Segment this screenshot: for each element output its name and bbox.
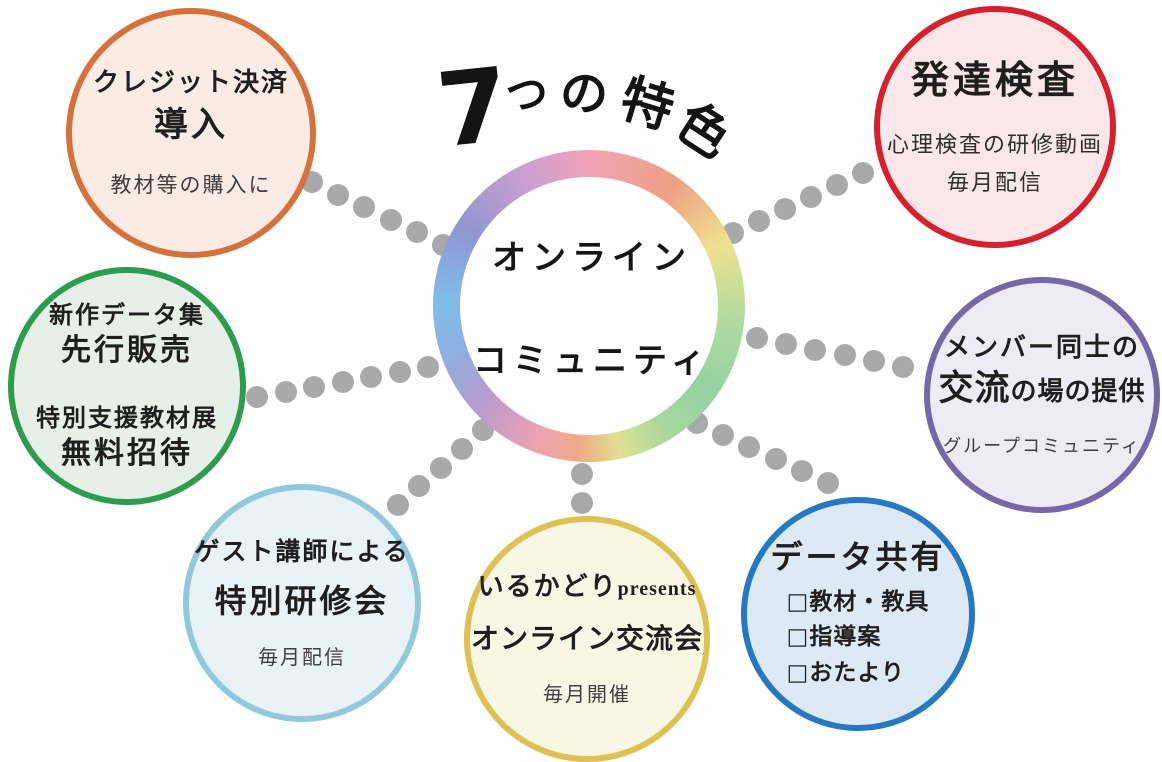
connector-dot — [833, 344, 856, 367]
center-title-line1: オンライン — [492, 238, 692, 278]
member-exchange-line1: メンバー同士の — [943, 332, 1140, 363]
connector-dot — [408, 475, 431, 498]
data-sharing-item: □おたより — [786, 659, 905, 686]
connector-dot — [417, 356, 439, 378]
connector-dot — [405, 221, 428, 244]
connector-dot — [331, 371, 354, 393]
seminar-line2: 特別研修会 — [214, 582, 390, 621]
connector-dot — [764, 448, 787, 470]
credit-payment-line2: 導入 — [154, 104, 228, 145]
center-title-line2: コミュニティ — [473, 341, 711, 381]
bubble-data-sharing: データ共有 □教材・教具 □指導案 □おたより — [741, 497, 975, 731]
connector-dot — [571, 492, 593, 514]
connector-dot — [746, 327, 768, 349]
connector-dot — [388, 361, 411, 383]
credit-payment-note: 教材等の購入に — [110, 173, 272, 198]
connector-dot — [817, 472, 839, 494]
new-data-line1: 新作データ集 — [49, 300, 205, 329]
data-sharing-heading: データ共有 — [770, 537, 946, 576]
member-exchange-emphasis: 交流 — [938, 369, 1011, 410]
data-sharing-item: □指導案 — [786, 624, 882, 651]
connector-dot — [353, 196, 376, 219]
connector-dot — [327, 183, 350, 206]
connector-dot — [379, 208, 402, 231]
meetup-line2: オンライン交流会 — [470, 622, 703, 656]
assessment-line3: 毎月配信 — [946, 170, 1043, 196]
member-exchange-rest: の場の提供 — [1010, 377, 1146, 408]
meetup-line1-presents: presents — [617, 577, 697, 600]
connector-dot — [862, 350, 885, 373]
connector-dot — [387, 494, 409, 516]
connector-dot — [571, 463, 593, 485]
meetup-line1-main: いるかどり — [477, 571, 618, 602]
member-exchange-note: グループコミュニティ — [943, 435, 1141, 457]
connector-dot — [274, 381, 297, 403]
new-data-line4: 無料招待 — [61, 436, 193, 471]
data-sharing-item: □教材・教具 — [786, 588, 930, 615]
bubble-special-seminar: ゲスト講師による 特別研修会 毎月配信 — [183, 484, 421, 722]
data-sharing-list: □教材・教具 □指導案 □おたより — [787, 585, 930, 692]
connector-dot — [748, 210, 770, 232]
meetup-line1: いるかどりpresents — [478, 571, 697, 604]
connector-dot — [790, 460, 813, 482]
center-rainbow-ring: オンライン コミュニティ — [433, 150, 745, 462]
connector-dot — [804, 338, 827, 361]
connector-dot — [774, 198, 796, 220]
new-data-line3: 特別支援教材展 — [36, 404, 218, 432]
connector-dot — [800, 186, 822, 208]
member-exchange-line2: 交流の場の提供 — [938, 368, 1145, 412]
connector-dot — [826, 174, 848, 196]
bubble-online-meetup: いるかどりpresents オンライン交流会 毎月開催 — [464, 516, 710, 762]
connector-dot — [450, 437, 473, 460]
connector-dot — [738, 436, 761, 458]
connector-dot — [429, 456, 452, 479]
center-circle: オンライン コミュニティ — [460, 177, 718, 435]
seminar-line1: ゲスト講師による — [194, 536, 410, 566]
seminar-note: 毎月配信 — [258, 645, 346, 670]
bubble-member-exchange: メンバー同士の 交流の場の提供 グループコミュニティ — [924, 277, 1160, 513]
title-char-7: 7 — [431, 45, 515, 172]
new-data-line2: 先行販売 — [61, 332, 193, 368]
connector-dot — [892, 356, 914, 378]
meetup-note: 毎月開催 — [543, 682, 631, 707]
bubble-development-assessment: 発達検査 心理検査の研修動画 毎月配信 — [874, 6, 1116, 248]
connector-dot — [360, 366, 382, 388]
title-char-tsu: つ — [503, 68, 551, 121]
bubble-new-data-presale: 新作データ集 先行販売 特別支援教材展 無料招待 — [8, 267, 246, 505]
connector-dot — [712, 424, 735, 446]
credit-payment-line1: クレジット決済 — [92, 68, 289, 99]
assessment-line2: 心理検査の研修動画 — [886, 133, 1103, 159]
title-char-no: の — [558, 64, 610, 124]
connector-dot — [852, 162, 874, 184]
connector-dot — [303, 376, 325, 398]
assessment-heading: 発達検査 — [910, 57, 1079, 102]
connector-dot — [775, 332, 798, 355]
connector-dot — [246, 386, 268, 408]
bubble-credit-payment: クレジット決済 導入 教材等の購入に — [66, 8, 316, 258]
